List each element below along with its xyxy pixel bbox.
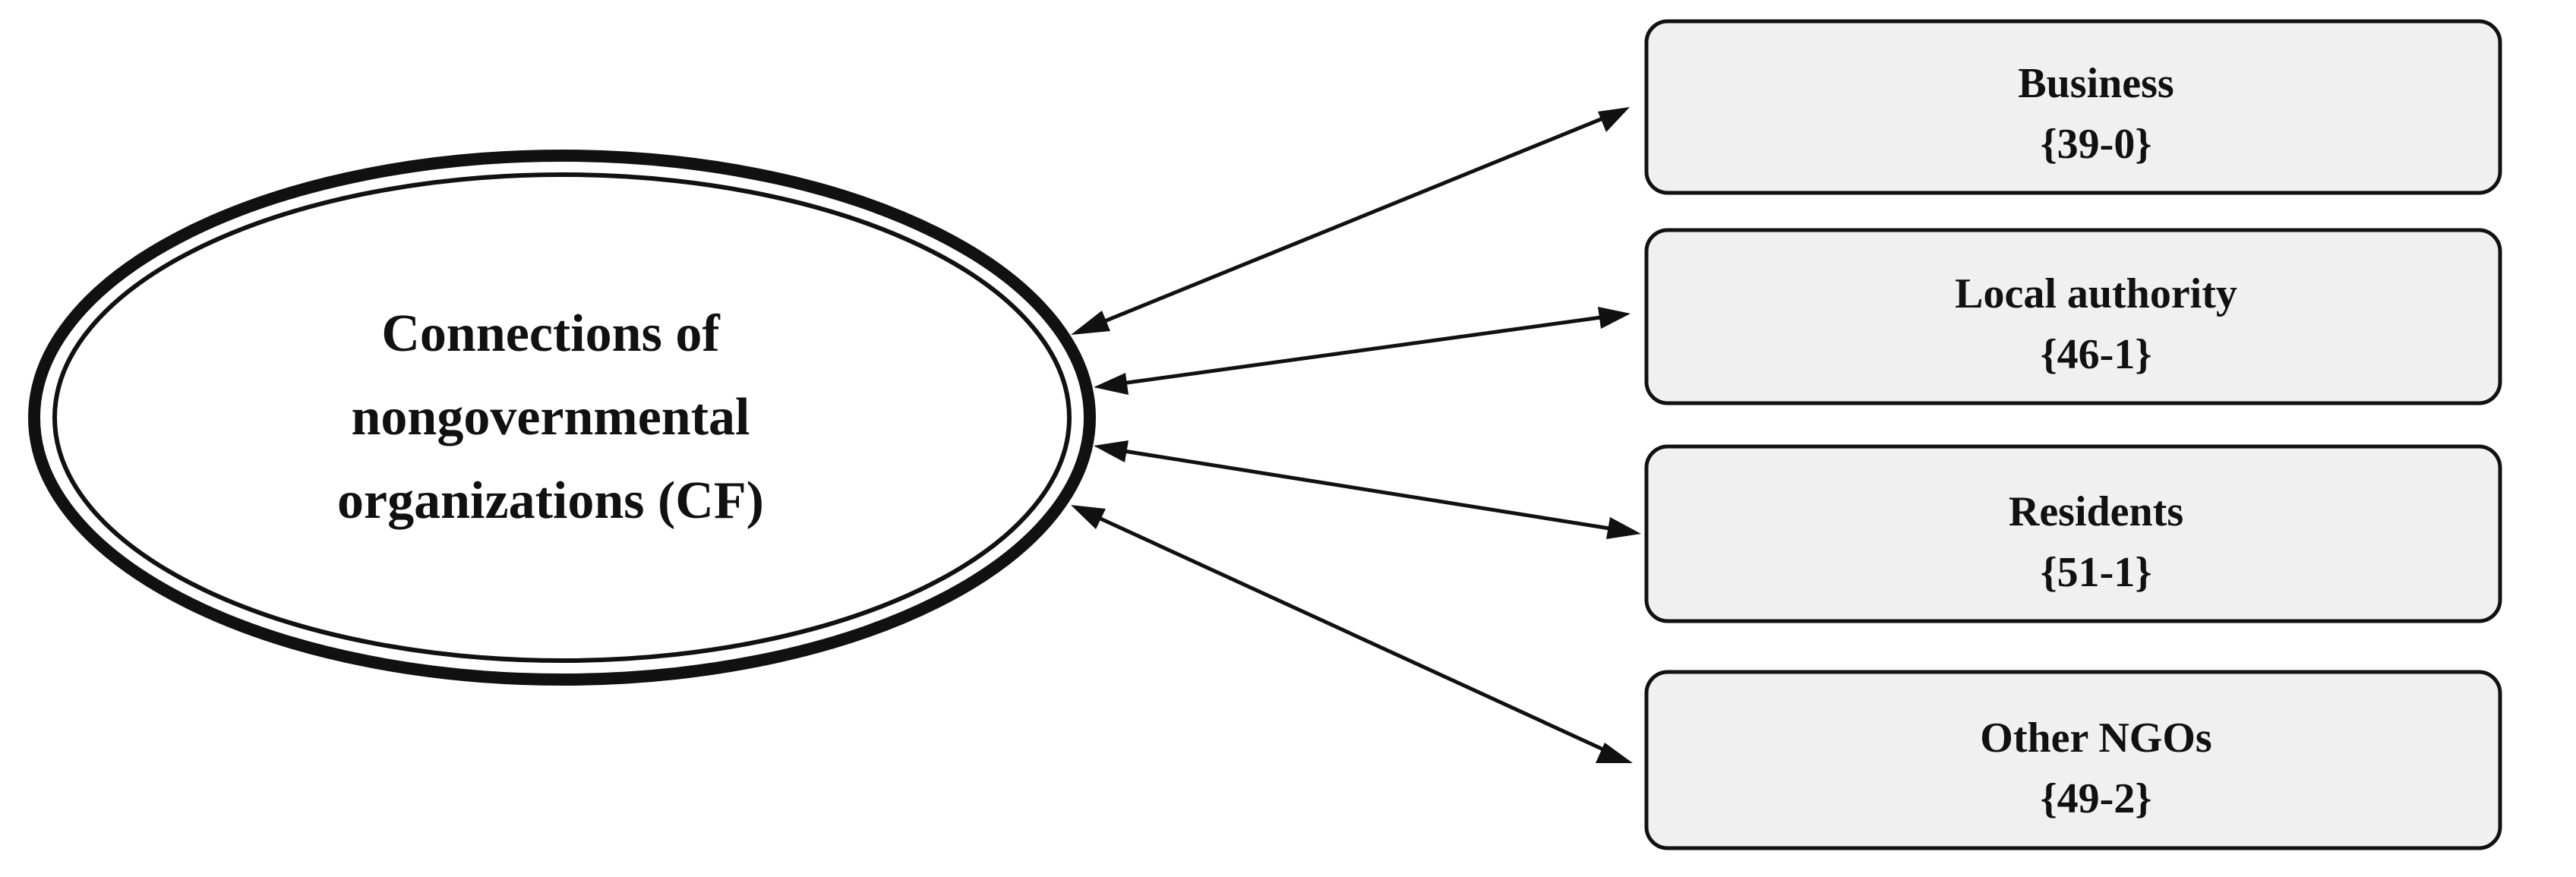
arrow-to-residents	[1094, 440, 1641, 539]
box-business: Business {39-0}	[1644, 19, 2502, 195]
arrow-to-other-ngos	[1071, 505, 1633, 763]
center-node-line-3: organizations (CF)	[337, 472, 764, 530]
arrowhead-start	[1071, 311, 1110, 335]
arrow-to-business	[1071, 107, 1630, 335]
center-node-outer-ring	[28, 150, 1096, 686]
box-residents: Residents {51-1}	[1644, 444, 2502, 623]
box-local-authority-code: {46-1}	[2041, 331, 2152, 378]
box-other-ngos-label: Other NGOs	[1980, 715, 2211, 762]
box-residents-code: {51-1}	[2041, 549, 2152, 596]
arrowhead-start	[1094, 440, 1129, 462]
box-other-ngos: Other NGOs {49-2}	[1644, 670, 2502, 850]
arrowhead-end	[1598, 307, 1631, 329]
center-node-inner-ring	[52, 172, 1072, 663]
connection-arrows	[1071, 107, 1641, 763]
arrowhead-start	[1071, 505, 1106, 529]
center-node: Connections of nongovernmental organizat…	[28, 150, 1096, 686]
arrowhead-end	[1606, 517, 1641, 539]
arrow-to-local-authority	[1094, 307, 1631, 395]
box-residents-label: Residents	[2009, 488, 2183, 535]
box-other-ngos-code: {49-2}	[2041, 775, 2152, 822]
center-node-line-1: Connections of	[381, 304, 720, 363]
center-node-line-2: nongovernmental	[352, 388, 750, 446]
box-local-authority-label: Local authority	[1955, 270, 2237, 317]
arrowhead-start	[1094, 373, 1129, 395]
box-local-authority: Local authority {46-1}	[1644, 228, 2502, 405]
arrowhead-end	[1598, 107, 1630, 132]
box-business-code: {39-0}	[2041, 121, 2152, 168]
arrowhead-end	[1596, 743, 1633, 763]
box-business-label: Business	[2018, 60, 2174, 107]
